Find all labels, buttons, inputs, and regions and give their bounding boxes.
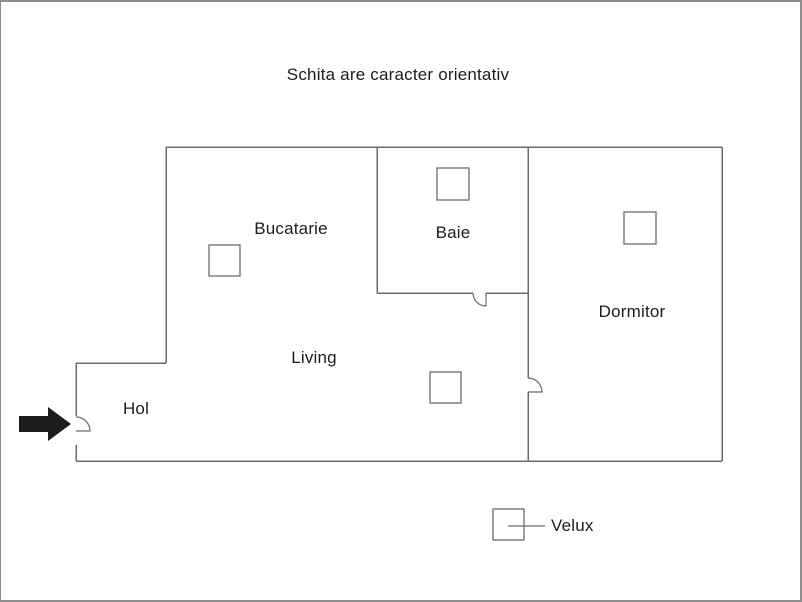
doors — [75, 292, 543, 432]
room-label-living: Living — [291, 348, 337, 367]
entrance-arrow-icon — [19, 407, 71, 441]
velux-window-bathroom-icon — [436, 167, 470, 201]
bedroom-door-arc-icon — [527, 377, 543, 393]
bathroom-door-arc-icon — [472, 292, 487, 307]
legend-symbol — [492, 508, 545, 541]
room-label-kitchen: Bucatarie — [254, 219, 328, 238]
legend-label: Velux — [551, 516, 594, 535]
disclaimer-title: Schita are caracter orientativ — [286, 65, 510, 84]
legend-velux-square-icon — [492, 508, 525, 541]
entrance-door-arc-icon — [75, 416, 91, 432]
room-label-hallway: Hol — [122, 399, 150, 418]
velux-windows — [208, 167, 657, 404]
room-label-bedroom: Dormitor — [598, 302, 666, 321]
velux-window-living-icon — [429, 371, 462, 404]
room-label-bathroom: Baie — [435, 223, 471, 242]
velux-window-kitchen-icon — [208, 244, 241, 277]
velux-window-bedroom-icon — [623, 211, 657, 245]
walls — [75, 146, 723, 462]
